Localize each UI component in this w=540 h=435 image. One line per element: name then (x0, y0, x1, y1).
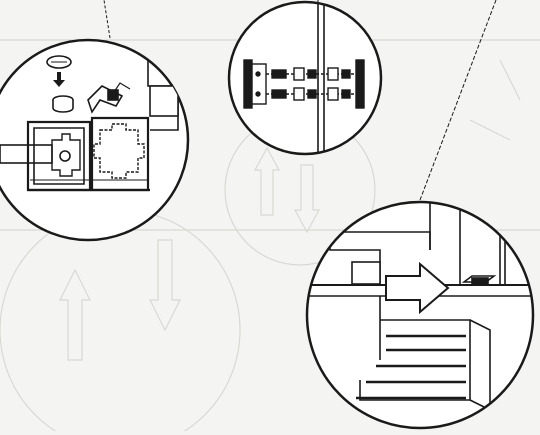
hinge-icon (255, 67, 356, 101)
arrow-down-icon (53, 72, 65, 87)
screw-icon (46, 55, 72, 69)
arrow-right-icon (385, 261, 450, 315)
cap-icon (52, 95, 74, 113)
callout-hinge-rod-detail (227, 0, 383, 156)
callout-profile-screw-detail (0, 38, 190, 242)
callout-slide-in-detail (305, 200, 535, 430)
